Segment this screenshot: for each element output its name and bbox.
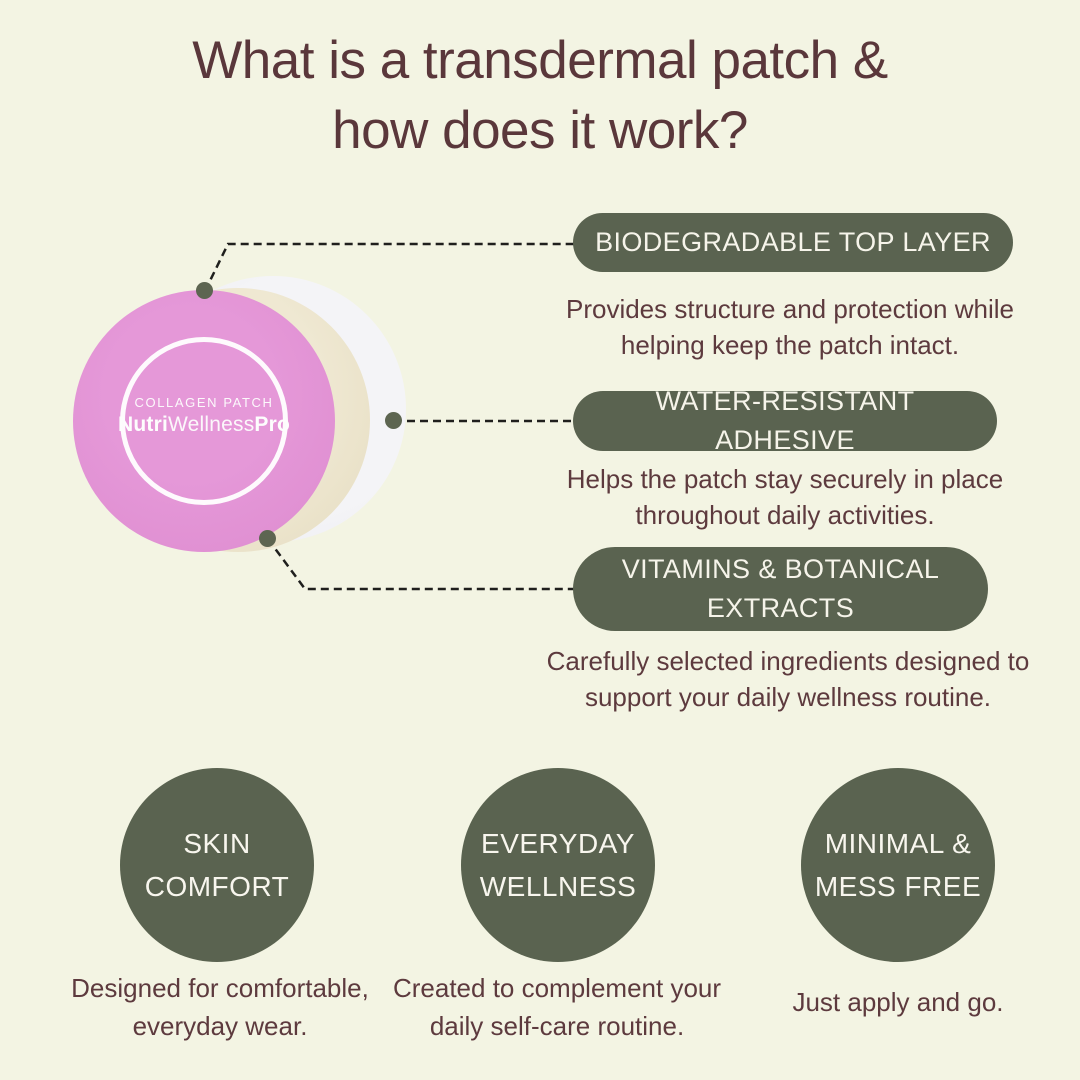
connector-dot-top-layer: [196, 282, 213, 299]
page-title-line1: What is a transdermal patch &: [192, 31, 888, 90]
callout-description-top-layer: Provides structure and protection while …: [565, 294, 1014, 360]
benefit-title-line: WELLNESS: [479, 871, 637, 902]
connector-line-top-layer: [203, 242, 575, 292]
benefit-description-skin-comfort: Designed for comfortable, everyday wear.: [71, 973, 369, 1041]
connector-dot-adhesive: [385, 412, 402, 429]
benefit-title-line: MINIMAL &: [824, 827, 972, 859]
patch-brand-part2: Wellness: [167, 413, 255, 436]
callout-description-extracts: Carefully selected ingredients designed …: [546, 646, 1030, 712]
benefit-title-line: SKIN: [183, 827, 251, 859]
benefit-circle-everyday-wellness: EVERYDAY WELLNESS: [461, 768, 655, 962]
benefit-title-line: MESS FREE: [814, 871, 982, 902]
benefit-description-minimal-mess-free: Just apply and go.: [792, 987, 1004, 1017]
callout-pill-top-layer: BIODEGRADABLE TOP LAYER: [573, 213, 1013, 272]
page-title-line2: how does it work?: [332, 100, 748, 160]
patch-ring: [120, 337, 288, 505]
patch-brand-part3: Pro: [254, 413, 291, 436]
callout-pill-adhesive: WATER-RESISTANT ADHESIVE: [573, 386, 997, 455]
benefit-circle-minimal-mess-free: MINIMAL & MESS FREE: [801, 768, 995, 962]
callout-pill-extracts: VITAMINS & BOTANICAL EXTRACTS: [573, 547, 988, 631]
benefit-title-line: EVERYDAY: [481, 827, 635, 859]
connector-dot-extracts: [259, 530, 276, 547]
callout-description-adhesive: Helps the patch stay securely in place t…: [566, 464, 1004, 530]
benefit-circle-skin-comfort: SKIN COMFORT: [120, 768, 314, 962]
patch-brand-name: NutriWellnessPro: [118, 413, 290, 437]
benefit-description-everyday-wellness: Created to complement your daily self-ca…: [392, 973, 722, 1041]
connector-line-extracts: [266, 538, 575, 591]
page-title: What is a transdermal patch & how does it…: [0, 26, 1080, 166]
patch-label: COLLAGEN PATCH NutriWellnessPro: [118, 395, 290, 437]
benefit-title-line: COMFORT: [144, 871, 290, 902]
patch-brand-part1: Nutri: [117, 413, 168, 436]
patch-top-layer-circle: COLLAGEN PATCH NutriWellnessPro: [73, 290, 335, 552]
patch-subtitle: COLLAGEN PATCH: [134, 395, 274, 410]
